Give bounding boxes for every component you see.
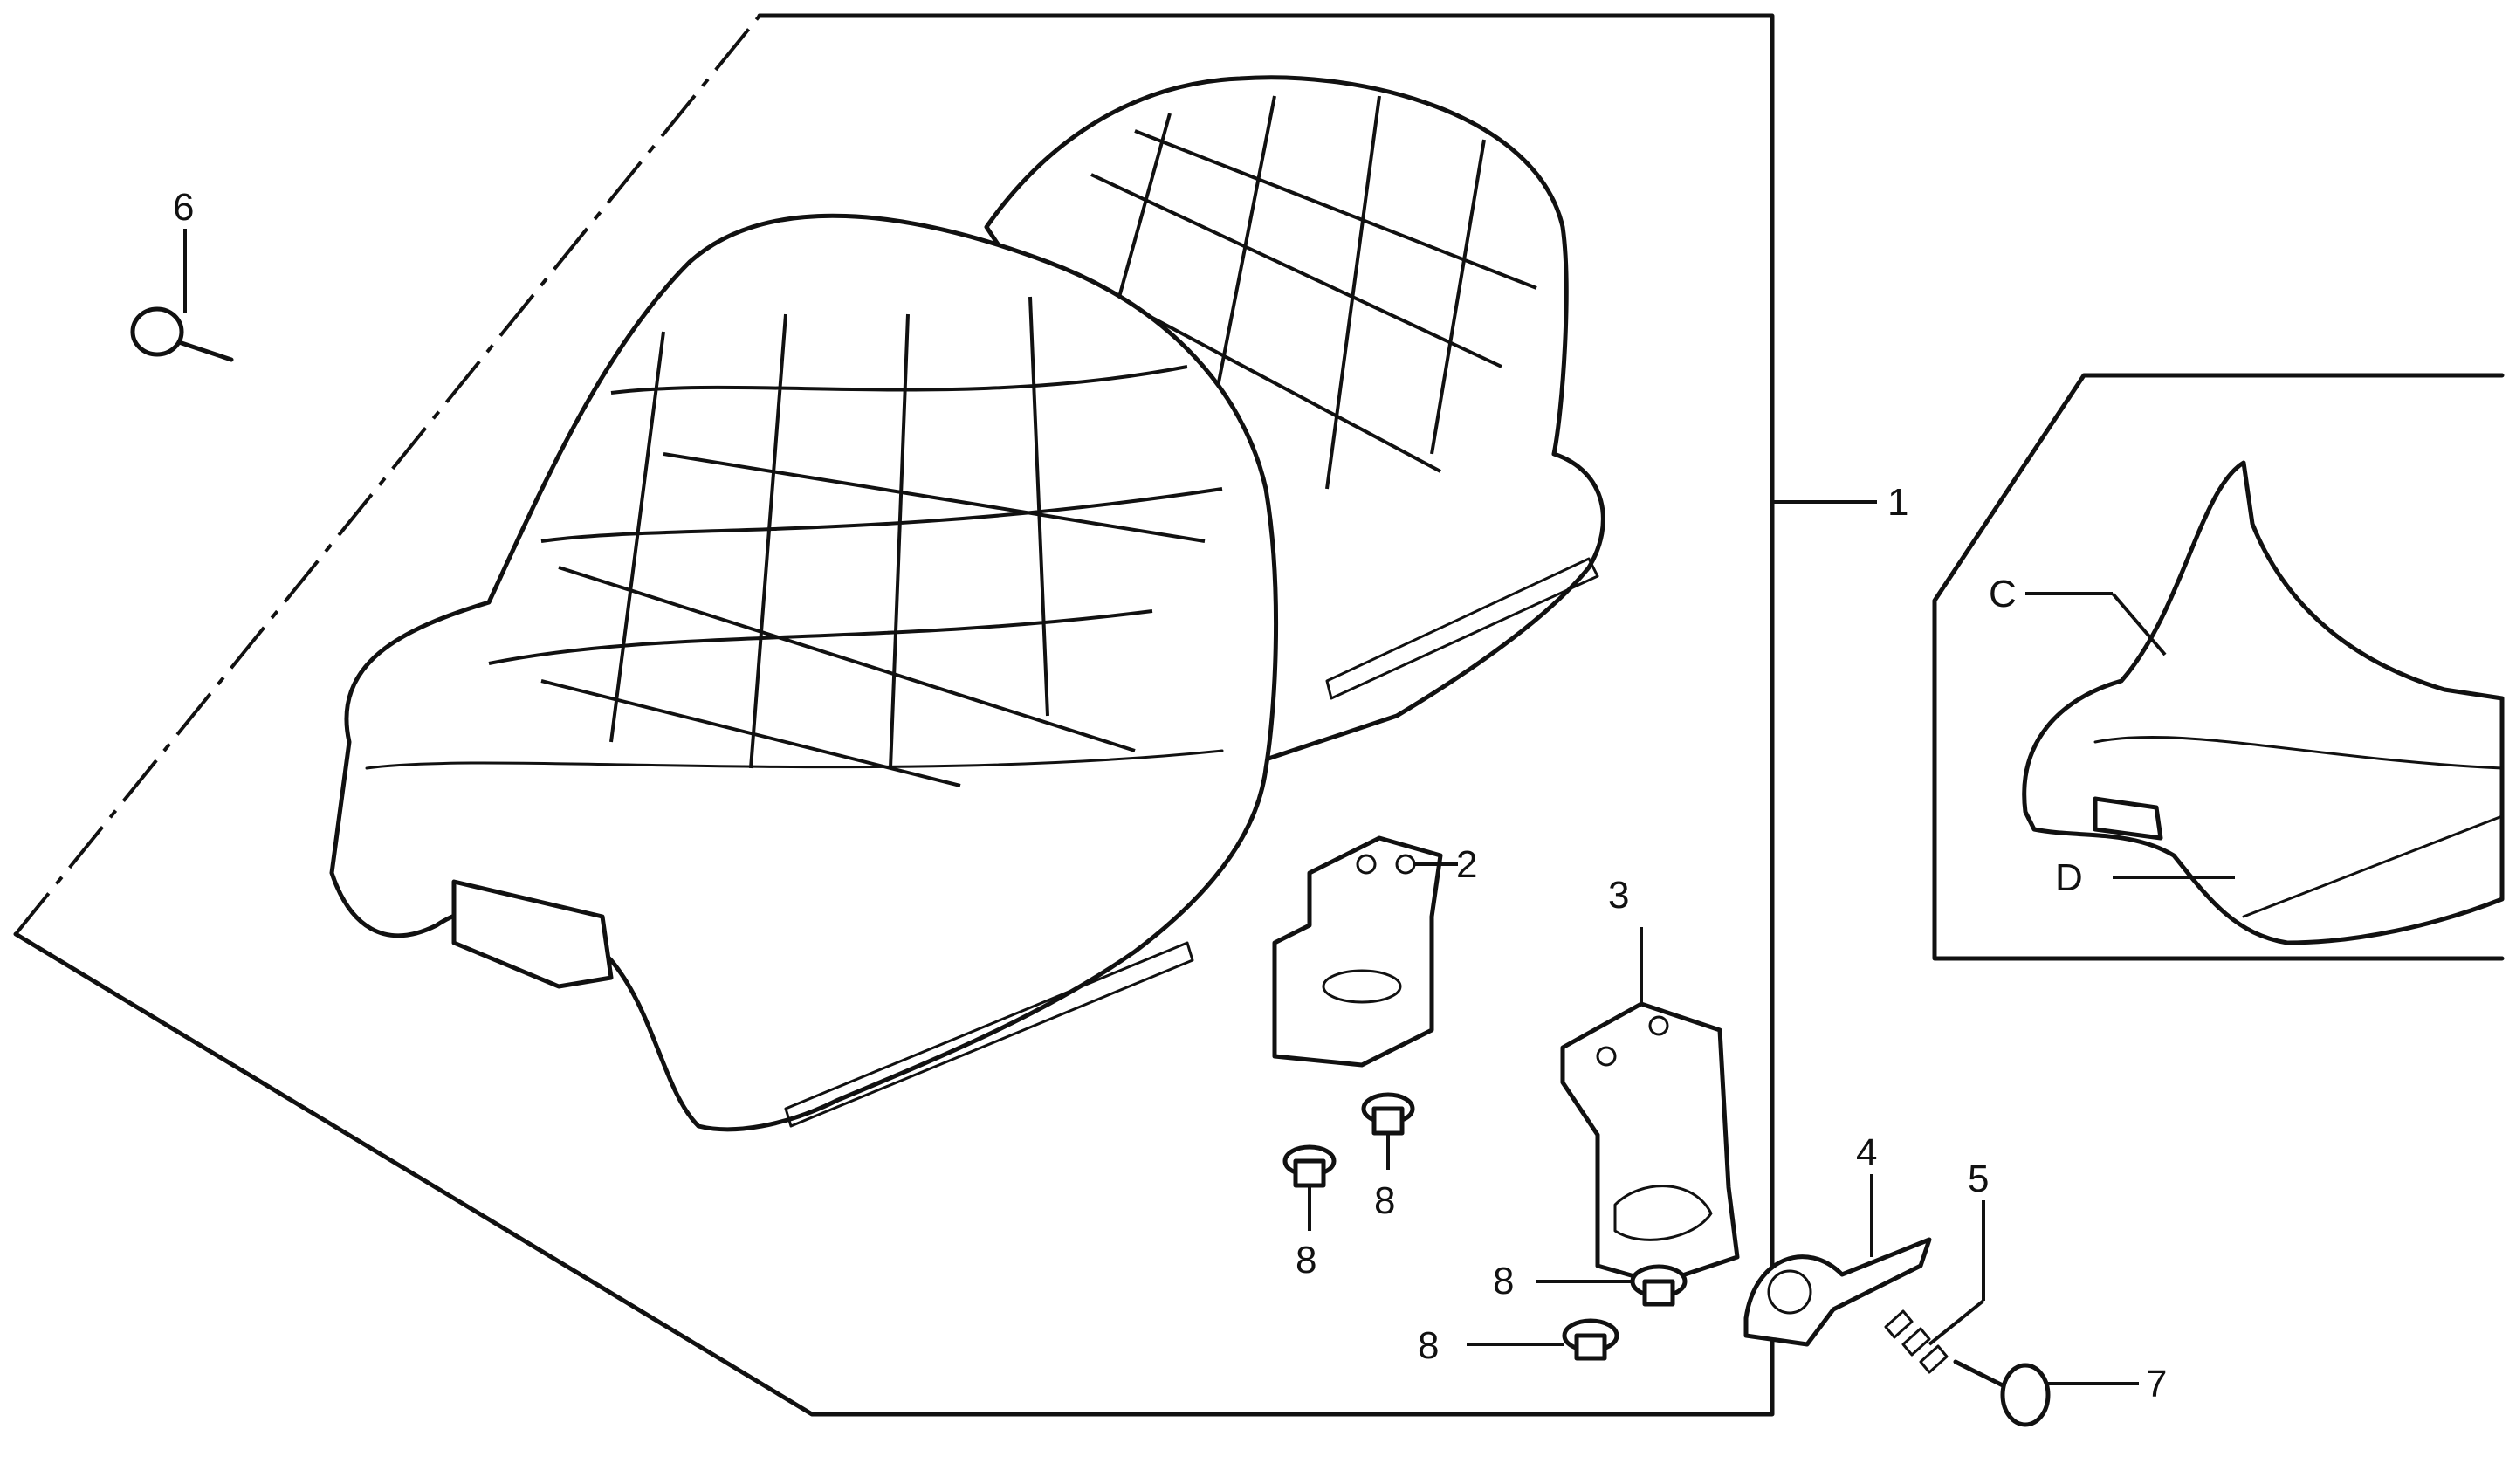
bracket-3 bbox=[1560, 1001, 1740, 1286]
callout-5: 5 bbox=[1968, 1158, 1989, 1200]
callout-4: 4 bbox=[1856, 1131, 1877, 1174]
grommet-8-c bbox=[1630, 1264, 1688, 1307]
seat-assembly bbox=[329, 75, 1605, 1132]
callout-3: 3 bbox=[1608, 874, 1629, 917]
grommet-8-b bbox=[1361, 1092, 1415, 1136]
callout-6: 6 bbox=[173, 186, 194, 229]
seat-latch-4 bbox=[1743, 1237, 1932, 1347]
callout-2: 2 bbox=[1456, 843, 1477, 886]
inset-detail bbox=[1932, 373, 2505, 961]
assembly-boundary bbox=[13, 13, 1775, 1417]
callout-d: D bbox=[2055, 856, 2083, 899]
spring-5 bbox=[1884, 1309, 1949, 1374]
callout-labels: 1 2 3 4 5 6 7 8 8 8 8 C D bbox=[173, 186, 2167, 1405]
knob-6 bbox=[130, 306, 234, 362]
bracket-2 bbox=[1272, 835, 1443, 1068]
leader-lines bbox=[183, 229, 2235, 1385]
callout-7: 7 bbox=[2146, 1363, 2167, 1405]
callout-8-a: 8 bbox=[1296, 1239, 1316, 1281]
callout-8-d: 8 bbox=[1418, 1324, 1439, 1367]
grommet-8-d bbox=[1562, 1318, 1619, 1361]
callout-8-c: 8 bbox=[1493, 1260, 1514, 1302]
grommet-8-a bbox=[1282, 1144, 1337, 1188]
callout-8-b: 8 bbox=[1374, 1179, 1395, 1222]
bolt-7 bbox=[1953, 1359, 2051, 1427]
callout-c: C bbox=[1989, 573, 2017, 615]
callout-1: 1 bbox=[1887, 481, 1908, 524]
